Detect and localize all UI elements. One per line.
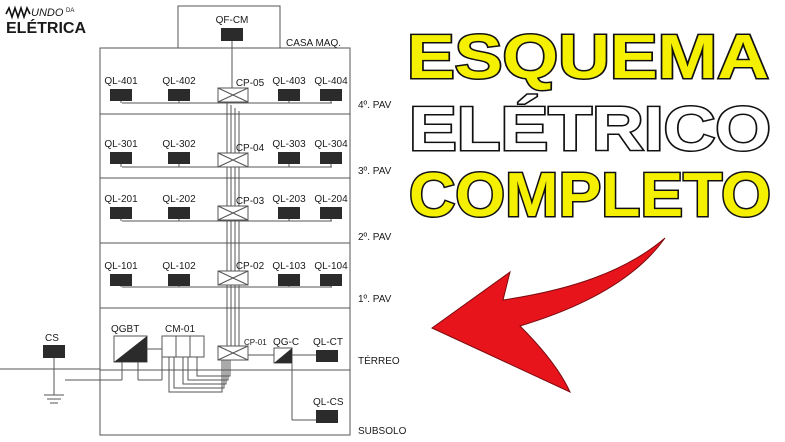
cm-wire — [168, 357, 223, 393]
panel-label: QL-102 — [162, 261, 196, 272]
cm-to-cp-wires — [168, 357, 231, 393]
panel-label: QL-304 — [314, 139, 348, 150]
headline: ESQUEMA ELÉTRICO COMPLETO — [406, 22, 773, 232]
title-line-1: ESQUEMA — [407, 23, 769, 92]
panel-label: QL-203 — [272, 194, 306, 205]
cp01-label: CP-01 — [244, 338, 267, 347]
junction-box-cp — [217, 205, 249, 221]
panel-cm-01 — [161, 335, 205, 358]
panel-label: QL-103 — [272, 261, 306, 272]
panel-box — [278, 89, 300, 101]
cm01-label: CM-01 — [165, 324, 195, 335]
panel-label: QL-402 — [162, 76, 196, 87]
cp-label: CP-04 — [236, 143, 265, 154]
panel-label: QL-403 — [272, 76, 306, 87]
floor-3: QL-201 QL-202 QL-203 QL-204 CP-03 2º. PAV — [104, 194, 391, 243]
junction-box-cp — [217, 87, 249, 103]
panel-box — [320, 89, 342, 101]
panel-label: QL-404 — [314, 76, 348, 87]
qlcs-label: QL-CS — [313, 397, 344, 408]
floor-2: QL-301 QL-302 QL-303 QL-304 CP-04 3º. PAV — [104, 139, 391, 177]
machine-room: QF-CM CASA MAQ. — [216, 15, 341, 49]
panel-label: QL-401 — [104, 76, 138, 87]
floor-label-casa-maq: CASA MAQ. — [286, 38, 341, 49]
panel-label: QL-201 — [104, 194, 138, 205]
cp-label: CP-05 — [236, 78, 265, 89]
floors: QL-401 QL-402 QL-403 QL-404 CP-05 4º. PAV QL-3… — [104, 76, 391, 305]
panel-qf-cm — [221, 28, 243, 41]
junction-box-cp — [217, 270, 249, 286]
cm-wire — [182, 357, 227, 385]
floor-label: 1º. PAV — [358, 294, 392, 305]
logo: UNDO DA ELÉTRICA — [5, 5, 86, 37]
panel-label: QL-101 — [104, 261, 138, 272]
floor-1: QL-401 QL-402 QL-403 QL-404 CP-05 4º. PAV — [104, 76, 391, 111]
title-line-2: ELÉTRICO — [409, 95, 771, 164]
floor-4: QL-101 QL-102 QL-103 QL-104 CP-02 1º. PAV — [104, 261, 391, 305]
ground-symbol-icon — [44, 358, 123, 404]
qgc-links — [248, 354, 316, 421]
qgbt-label: QGBT — [111, 324, 139, 335]
cp-label: CP-02 — [236, 261, 265, 272]
panel-box — [320, 274, 342, 286]
panel-box — [278, 207, 300, 219]
qgbt-cm-links — [137, 348, 163, 381]
cs-label: CS — [45, 333, 59, 344]
building-outline — [0, 5, 351, 436]
qgc-label: QG-C — [273, 337, 299, 348]
panel-box — [278, 274, 300, 286]
panel-box — [110, 89, 132, 101]
junction-box-cp-01 — [217, 345, 249, 361]
floor-label: 3º. PAV — [358, 166, 392, 177]
panel-label: QL-204 — [314, 194, 348, 205]
qlct-label: QL-CT — [313, 337, 343, 348]
panel-label: QL-303 — [272, 139, 306, 150]
panel-box — [320, 207, 342, 219]
panel-label: QL-202 — [162, 194, 196, 205]
panel-label: QL-301 — [104, 139, 138, 150]
panel-box — [110, 207, 132, 219]
panel-ql-ct — [316, 350, 338, 362]
cm-wire — [196, 357, 231, 377]
panel-cs — [43, 345, 65, 358]
panel-box — [168, 89, 190, 101]
cp-label: CP-03 — [236, 196, 265, 207]
floor-label-subsolo: SUBSOLO — [358, 426, 407, 437]
floor-label: 2º. PAV — [358, 232, 392, 243]
cm-wire — [173, 357, 225, 389]
panel-label-qf-cm: QF-CM — [216, 15, 249, 26]
logo-line2: ELÉTRICA — [6, 18, 86, 37]
panel-box — [168, 207, 190, 219]
red-arrow-icon — [431, 237, 666, 394]
logo-line1b: DA — [66, 8, 74, 14]
panel-qg-c — [273, 347, 293, 364]
panel-box — [278, 152, 300, 164]
ground-floor: CS QGBT CM-01 — [43, 324, 400, 421]
junction-box-cp — [217, 152, 249, 168]
panel-label: QL-104 — [314, 261, 348, 272]
title-line-3: COMPLETO — [409, 161, 771, 230]
logo-line1: UNDO — [31, 7, 64, 19]
panel-box — [168, 152, 190, 164]
wave-icon — [5, 5, 31, 20]
panel-box — [320, 152, 342, 164]
panel-box — [168, 274, 190, 286]
panel-ql-cs — [316, 410, 338, 423]
riser-cables — [226, 41, 240, 346]
floor-label-terreo: TÉRREO — [358, 354, 400, 367]
panel-box — [110, 274, 132, 286]
cm-wire — [187, 357, 229, 381]
basement: QL-CS SUBSOLO — [313, 397, 407, 437]
panel-label: QL-302 — [162, 139, 196, 150]
panel-box — [110, 152, 132, 164]
panel-qgbt — [113, 335, 148, 363]
floor-label: 4º. PAV — [358, 100, 392, 111]
